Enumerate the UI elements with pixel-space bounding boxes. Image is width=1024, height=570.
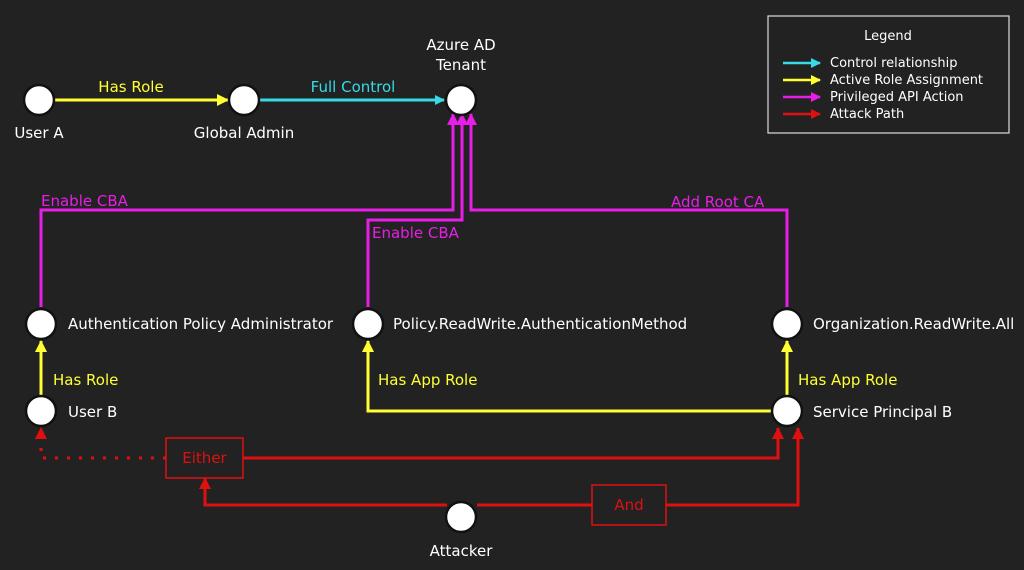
- and-gate: And: [591, 484, 667, 526]
- label-org-rw-all: Organization.ReadWrite.All: [813, 315, 1014, 333]
- edge-label-full-control: Full Control: [311, 78, 396, 96]
- label-policy-rw-auth: Policy.ReadWrite.AuthenticationMethod: [393, 315, 687, 333]
- and-gate-label: And: [614, 496, 643, 514]
- edge-label-has-app-role-mid: Has App Role: [378, 371, 477, 389]
- node-user-b[interactable]: [24, 394, 58, 428]
- label-service-principal-b: Service Principal B: [813, 403, 952, 421]
- label-tenant-line2: Tenant: [435, 56, 486, 74]
- node-service-principal-b[interactable]: [770, 394, 804, 428]
- legend-item-control: Control relationship: [830, 56, 958, 71]
- edge-label-has-role-top: Has Role: [98, 78, 163, 96]
- label-user-b: User B: [68, 403, 117, 421]
- node-policy-rw-auth[interactable]: [351, 307, 385, 341]
- edge-label-has-role-left: Has Role: [53, 371, 118, 389]
- node-org-rw-all[interactable]: [770, 307, 804, 341]
- legend-title: Legend: [864, 29, 912, 44]
- edge-sp-policyrw: [362, 340, 772, 413]
- edge-policyrw-tenant: [366, 113, 468, 307]
- node-azure-ad-tenant[interactable]: [444, 83, 478, 117]
- legend: Legend Control relationship Active Role …: [767, 15, 1010, 134]
- label-attacker: Attacker: [430, 542, 494, 560]
- node-user-a[interactable]: [22, 83, 56, 117]
- edge-authadmin-tenant: [39, 113, 459, 307]
- node-global-admin[interactable]: [227, 83, 261, 117]
- legend-item-attack: Attack Path: [830, 107, 904, 122]
- edge-label-has-app-role-right: Has App Role: [798, 371, 897, 389]
- node-attacker[interactable]: [444, 500, 478, 534]
- edge-attacker-either: [199, 477, 447, 507]
- edge-label-enable-cba-mid: Enable CBA: [372, 224, 460, 242]
- edge-label-enable-cba-left: Enable CBA: [41, 192, 129, 210]
- legend-item-api: Privileged API Action: [830, 90, 964, 105]
- label-user-a: User A: [14, 124, 64, 142]
- label-tenant-line1: Azure AD: [426, 36, 495, 54]
- label-global-admin: Global Admin: [194, 124, 294, 142]
- edge-orgrw-tenant: [465, 113, 789, 307]
- either-gate-label: Either: [182, 449, 227, 467]
- edge-label-add-root-ca: Add Root CA: [671, 193, 765, 211]
- edge-either-userb: [35, 427, 166, 460]
- label-auth-policy-admin: Authentication Policy Administrator: [68, 315, 334, 333]
- either-gate: Either: [165, 437, 244, 479]
- edge-and-sp: [666, 427, 804, 507]
- node-auth-policy-admin[interactable]: [24, 307, 58, 341]
- legend-item-role: Active Role Assignment: [830, 73, 983, 88]
- edge-either-sp: [243, 427, 784, 460]
